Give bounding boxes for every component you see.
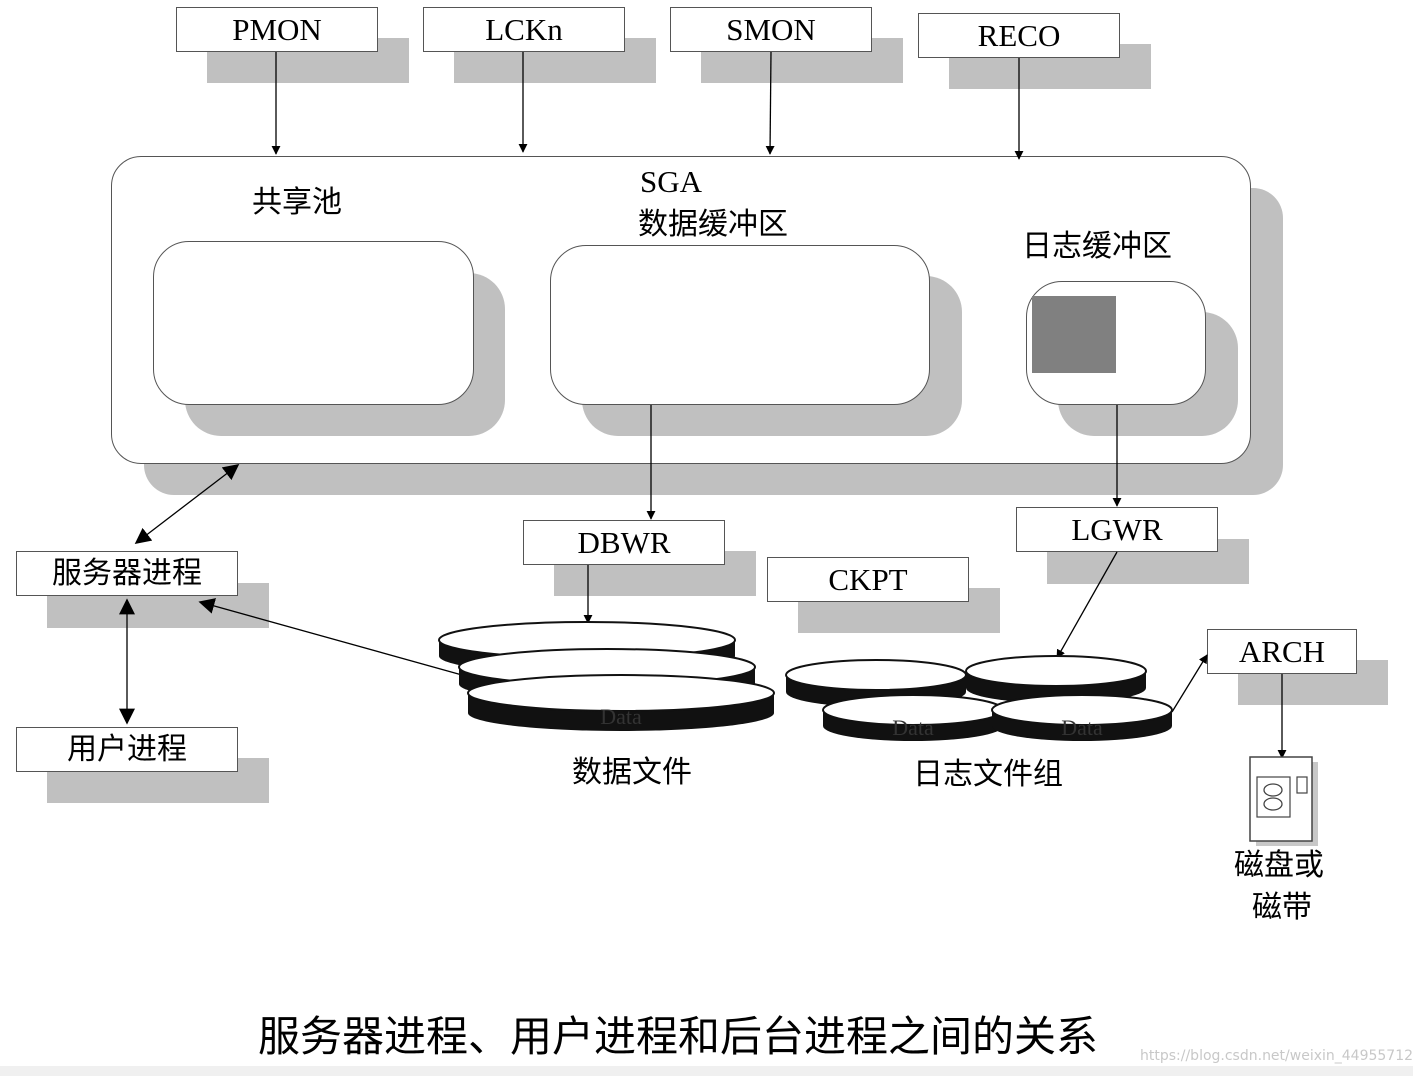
- arch-box: ARCH: [1207, 629, 1357, 674]
- shared-pool-label: 共享池: [252, 185, 342, 220]
- log-file-disk-label-1: Data: [892, 715, 934, 740]
- ckpt-box: CKPT: [767, 557, 969, 602]
- sga-server-arrow: [134, 464, 240, 544]
- data-file-disk-label: Data: [600, 704, 642, 729]
- sga-title: SGA: [640, 164, 703, 199]
- log-file-group-label: 日志文件组: [913, 757, 1063, 792]
- data-file-disk-3: Data: [467, 674, 775, 731]
- smon-box: SMON: [670, 7, 872, 52]
- shared-pool-box: [153, 241, 474, 405]
- disk-or-tape-label-1: 磁盘或: [1234, 848, 1324, 883]
- diagram-caption: 服务器进程、用户进程和后台进程之间的关系: [258, 1012, 1099, 1061]
- lgwr-logfile-arrow: [1056, 551, 1118, 659]
- disk-or-tape-label-2: 磁带: [1252, 890, 1312, 925]
- log-buffer-block: [1032, 296, 1116, 373]
- data-buffer-box: [550, 245, 930, 405]
- pmon-box: PMON: [176, 7, 378, 52]
- dbwr-box: DBWR: [523, 520, 725, 565]
- log-buffer-label: 日志缓冲区: [1022, 229, 1172, 264]
- server-process-box: 服务器进程: [16, 551, 238, 596]
- data-buffer-label: 数据缓冲区: [638, 207, 788, 242]
- data-files-label: 数据文件: [572, 755, 692, 790]
- smon-arrow: [765, 51, 775, 155]
- user-process-box: 用户进程: [16, 727, 238, 772]
- tape-drive-icon: [1249, 756, 1318, 846]
- lckn-box: LCKn: [423, 7, 625, 52]
- bottom-strip: [0, 1066, 1413, 1076]
- reco-box: RECO: [918, 13, 1120, 58]
- log-file-disk-label-2: Data: [1061, 715, 1103, 740]
- watermark: https://blog.csdn.net/weixin_44955712: [1140, 1048, 1413, 1064]
- log-file-disk-3: Data: [822, 694, 1004, 741]
- datafile-server-arrow: [198, 598, 463, 676]
- lgwr-box: LGWR: [1016, 507, 1218, 552]
- logfile-arch-arrow: [1171, 654, 1208, 713]
- log-file-disk-4: Data: [991, 694, 1173, 741]
